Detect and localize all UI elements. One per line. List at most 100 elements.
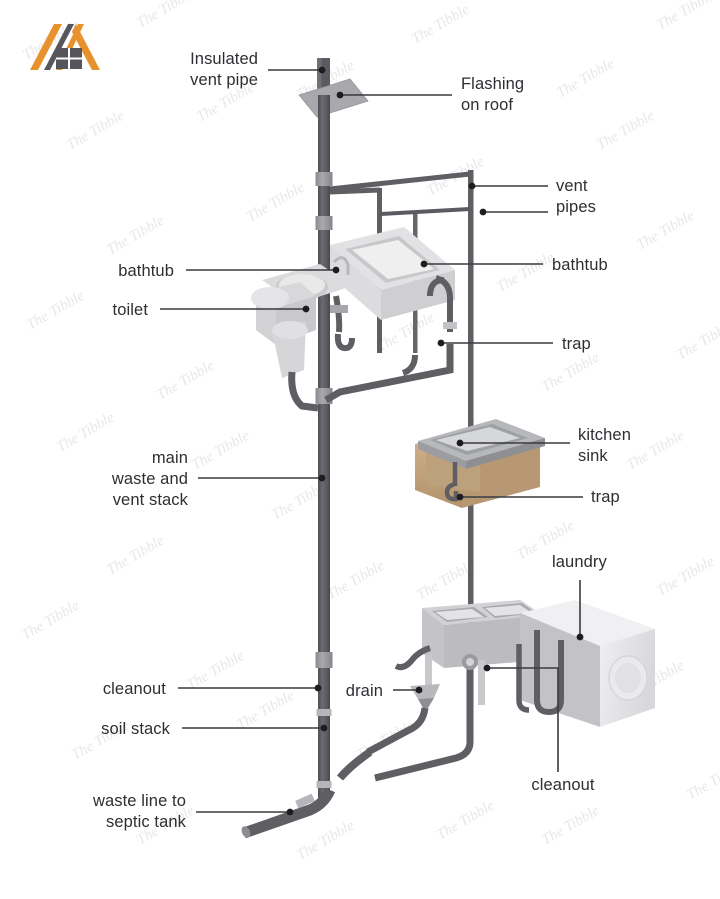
leader-dot-bathtub-right [420,260,428,268]
leader-dot-drain [415,686,423,694]
utility-sink-trap [394,645,432,671]
leader-dot-waste-line-to-septic-tank [286,808,294,816]
label-bathtub-right: bathtub [420,256,608,274]
watermark: The Tibble [634,208,698,254]
label-text-insulated-vent-pipe: vent pipe [190,71,258,89]
watermark: The Tibble [414,558,478,604]
label-drain: drain [346,682,423,700]
watermark: The Tibble [624,428,688,474]
the-tibble-house-logo [30,24,100,70]
label-insulated-vent-pipe: Insulated vent pipe [190,50,326,89]
label-text-drain: drain [346,682,383,700]
laundry-drain-line [374,662,474,782]
watermark: The Tibble [234,688,298,734]
leader-dot-trap-bath [437,339,445,347]
laundry-utility-sink [422,600,543,705]
watermark: The Tibble [434,798,498,844]
watermark: The Tibble [189,428,253,474]
watermark: The Tibble [244,180,308,226]
stack-coupling-5 [316,709,332,716]
watermark: The Tibble [154,358,218,404]
leader-dot-vent-pipes [468,182,476,190]
label-text-kitchen-sink: kitchen [578,426,631,444]
leader-dot-kitchen-sink [456,439,464,447]
leader-dot-cleanout-laundry [483,664,491,672]
kitchen-sink-cabinet [415,419,545,508]
label-soil-stack: soil stack [101,720,328,738]
watermark: The Tibble [24,288,88,334]
label-flashing-on-roof: Flashing on roof [336,75,524,114]
leader-dot-trap-kitchen [456,493,464,501]
stack-coupling-6 [316,781,332,788]
main-waste-vent-stack-pipe [315,95,333,800]
label-laundry: laundry [552,553,607,641]
watermark: The Tibble [554,56,618,102]
label-toilet: toilet [113,301,310,319]
label-cleanout-stack: cleanout [103,680,322,698]
label-bathtub-left: bathtub [118,262,340,280]
watermark: The Tibble [294,818,358,864]
bathtub-vent-riser [468,170,474,675]
stack-coupling-2 [315,216,333,230]
label-text-flashing-on-roof: on roof [461,96,513,114]
stack-coupling-1 [315,172,333,186]
label-text-trap-bath: trap [562,335,591,353]
watermark: The Tibble [494,250,558,296]
watermark: The Tibble [539,803,603,849]
watermark: The Tibble [184,648,248,694]
leader-dot-laundry [576,633,584,641]
waste-line-to-septic-tank-pipe [241,748,373,839]
leader-dot-toilet [302,305,310,313]
label-text-bathtub-right: bathtub [552,256,608,274]
label-text-waste-line-to-septic-tank: waste line to [92,792,186,810]
leader-dot-bathtub-left [332,266,340,274]
label-vent-pipes: vent pipes [468,177,596,216]
bathtub-fixture [330,227,455,320]
watermark: The Tibble [104,533,168,579]
label-text-cleanout-laundry: cleanout [531,776,594,794]
kitchen-sink-p-trap [444,462,459,502]
leader-dot-insulated-vent-pipe [318,66,326,74]
leader-dot-cleanout-stack [314,684,322,692]
label-text-insulated-vent-pipe: Insulated [190,50,258,68]
leader-dot-main-waste-and-vent-stack [318,474,326,482]
label-text-main-waste-and-vent-stack: waste and [111,470,188,488]
stack-coupling-4 [315,652,333,668]
watermark: The Tibble [324,558,388,604]
watermark: The Tibble [674,318,720,364]
label-text-main-waste-and-vent-stack: main [152,449,188,467]
label-text-vent-pipes: pipes [556,198,596,216]
label-text-cleanout-stack: cleanout [103,680,166,698]
watermark: The Tibble [684,758,720,804]
watermark: The Tibble [64,108,128,154]
label-layer: Insulated vent pipe Flashing on roof vent pip… [92,50,631,831]
roof-flashing-plate [298,78,369,118]
bathtub-p-trap [330,295,355,352]
leader-line-cleanout-laundry [487,667,559,772]
toilet-waste-pipe [288,371,319,412]
label-cleanout-laundry: cleanout [483,664,595,794]
bathroom-fixtures [251,227,457,412]
toilet-fixture [251,282,316,378]
label-text-trap-kitchen: trap [591,488,620,506]
watermark: The Tibble [54,410,118,456]
watermark: The Tibble [134,0,198,31]
laundry-area [374,600,655,782]
watermark: The Tibble [539,350,603,396]
leader-dot-vent-pipes-2 [479,208,487,216]
watermark: The Tibble [104,213,168,259]
bathtub-trap-right [427,275,457,332]
vent-to-branch-connector [401,354,418,376]
label-text-flashing-on-roof: Flashing [461,75,524,93]
watermark: The Tibble [594,108,658,154]
label-text-soil-stack: soil stack [101,720,171,738]
label-text-vent-pipes: vent [556,177,588,195]
leader-dot-flashing-on-roof [336,91,344,99]
label-text-kitchen-sink: sink [578,447,608,465]
label-text-laundry: laundry [552,553,607,571]
label-text-toilet: toilet [113,301,149,319]
label-kitchen-sink: kitchen sink [456,426,631,465]
